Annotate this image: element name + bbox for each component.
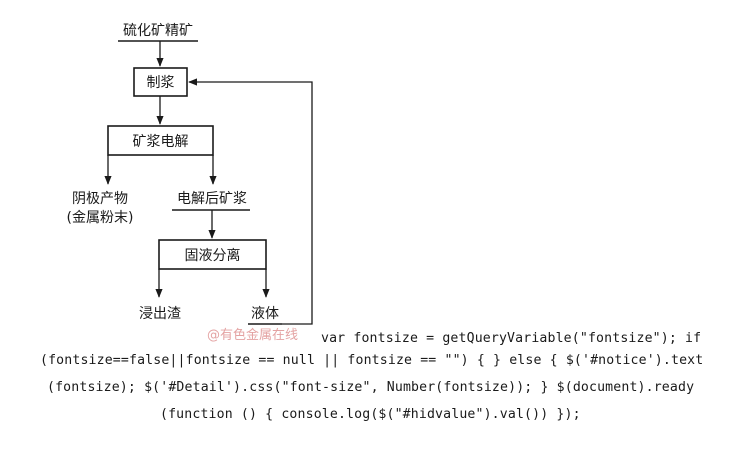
code-line-3: (fontsize); $('#Detail').css("font-size"…	[47, 380, 695, 395]
watermark: @有色金属在线	[207, 328, 299, 343]
cathode-product-note: (金属粉末)	[67, 210, 134, 226]
code-line-4: (function () { console.log($("#hidvalue"…	[160, 407, 581, 422]
electrolysis-box	[107, 125, 214, 156]
slurrying-label: 制浆	[147, 75, 175, 91]
liquid-label: 液体	[251, 306, 279, 322]
post-slurry-label: 电解后矿浆	[177, 191, 247, 207]
leach-residue-label: 浸出渣	[139, 306, 181, 322]
separation-box	[158, 239, 267, 270]
code-line-1: var fontsize = getQueryVariable("fontsiz…	[321, 331, 702, 346]
separation-label: 固液分离	[185, 247, 241, 264]
electrolysis-label: 矿浆电解	[133, 134, 189, 150]
recycle-loop-liquid-to-slurrying	[188, 78, 313, 325]
cathode-product-label: 阴极产物	[72, 191, 128, 207]
slurrying-box	[133, 67, 188, 97]
code-line-2: (fontsize==false||fontsize == null || fo…	[40, 353, 704, 368]
concentrate-label: 硫化矿精矿	[123, 23, 193, 39]
